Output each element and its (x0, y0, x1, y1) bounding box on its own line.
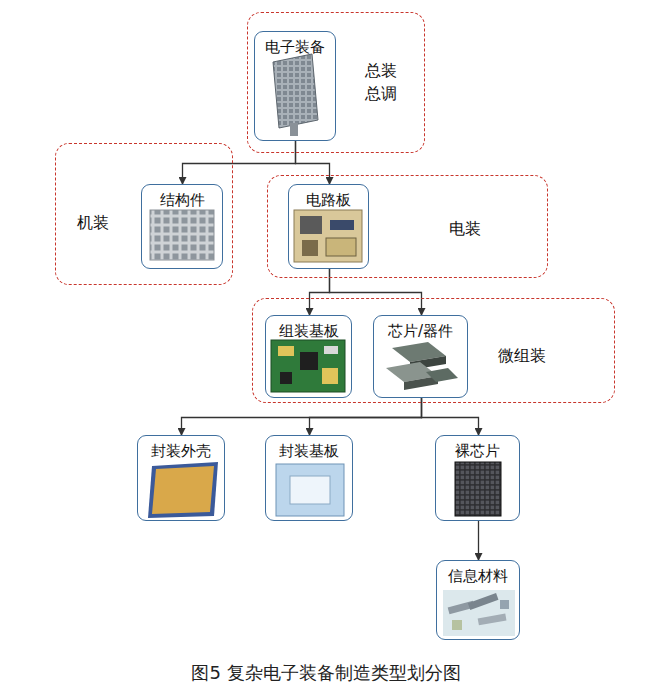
item-box: 芯片/器件 (373, 315, 468, 398)
connector-arrow (478, 521, 479, 560)
package-lid (152, 466, 214, 514)
region-label: 电装 (449, 217, 481, 240)
connector-arrow (330, 269, 422, 315)
box-label: 芯片/器件 (374, 316, 467, 341)
material-piece (452, 620, 462, 630)
box-label: 电子装备 (255, 32, 335, 57)
pcb-part (322, 368, 338, 384)
pcb-part (324, 346, 338, 354)
item-box: 电路板 (288, 184, 369, 269)
box-label: 封装基板 (266, 436, 352, 461)
group-region: 电装 电路板 (267, 175, 548, 278)
antenna-panel (273, 54, 318, 128)
connector-arrow (310, 269, 330, 315)
item-box: 结构件 (141, 184, 223, 269)
connector-arrow (182, 398, 422, 435)
materials-ground (443, 590, 515, 636)
figure-caption: 图5 复杂电子装备制造类型划分图 (0, 662, 652, 685)
pcb-part (280, 372, 292, 384)
material-piece (500, 600, 509, 609)
box-label: 裸芯片 (436, 436, 519, 461)
box-label: 组装基板 (266, 316, 351, 341)
caption-text: 图5 复杂电子装备制造类型划分图 (191, 662, 460, 683)
pcb-part (300, 352, 318, 370)
circuit-board (294, 210, 362, 262)
package-substrate (276, 464, 344, 516)
board-part (300, 216, 322, 234)
package-shell (148, 462, 218, 518)
item-box: 裸芯片 (435, 435, 520, 521)
connector-arrow (183, 141, 296, 184)
board-part (330, 220, 354, 230)
group-region: 微组装 组装基板芯片/器件 (252, 298, 615, 403)
material-rod (478, 614, 507, 626)
material-rod (468, 593, 499, 610)
box-label: 信息材料 (437, 561, 519, 586)
item-box: 电子装备 (254, 31, 336, 141)
group-region: 机装 结构件 (55, 143, 233, 285)
connector-arrow (422, 398, 479, 435)
connector-arrow (310, 398, 422, 435)
box-label: 电路板 (289, 185, 368, 210)
pcb-part (278, 346, 294, 356)
box-label: 封装外壳 (138, 436, 224, 461)
region-label: 微组装 (498, 344, 546, 367)
chip (426, 368, 458, 382)
substrate-cavity (290, 476, 330, 504)
item-box: 组装基板 (265, 315, 352, 398)
structure-block (150, 210, 214, 260)
connector-arrow (296, 141, 330, 184)
board-part (326, 238, 356, 256)
item-box: 封装基板 (265, 435, 353, 521)
green-pcb (271, 340, 345, 392)
group-region: 总装 总调 电子装备 (247, 12, 425, 153)
antenna-stand (290, 123, 298, 136)
item-box: 信息材料 (436, 560, 520, 640)
region-label: 总装 总调 (365, 59, 400, 105)
item-box: 封装外壳 (137, 435, 225, 521)
board-part (302, 240, 318, 256)
box-label: 结构件 (142, 185, 222, 210)
region-label: 机装 (77, 211, 109, 234)
bare-chip (455, 462, 501, 516)
